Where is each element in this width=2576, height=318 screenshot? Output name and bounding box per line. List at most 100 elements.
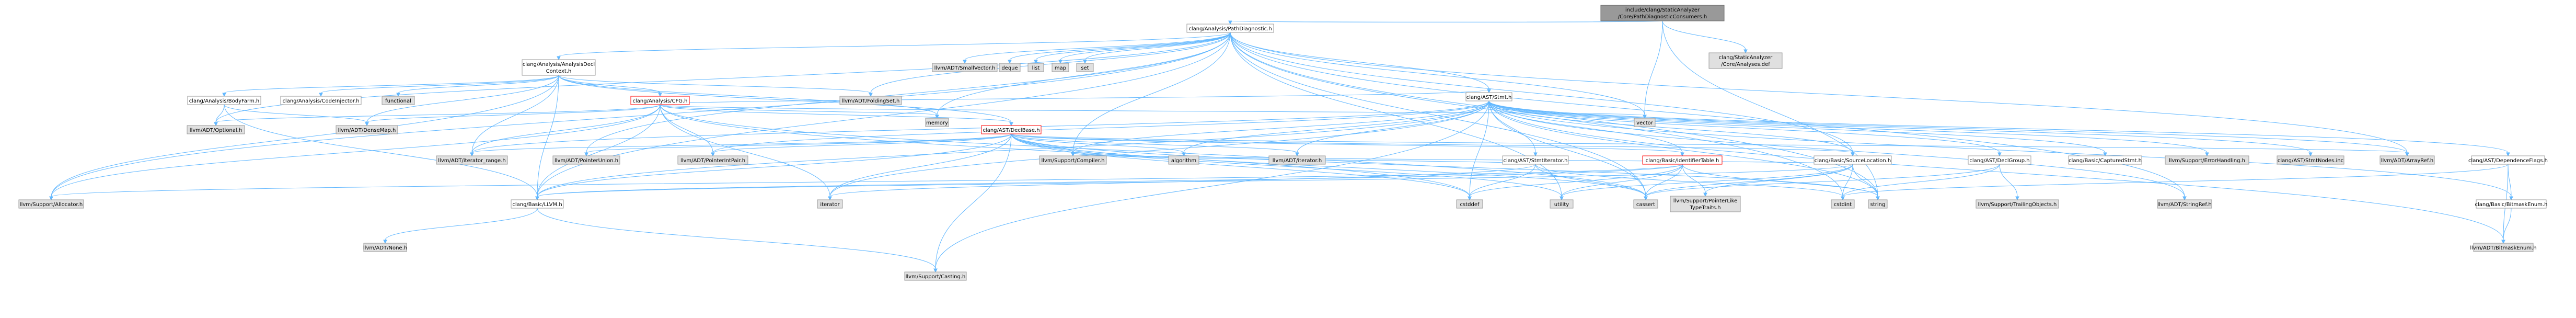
node-label: utility: [1554, 202, 1569, 208]
edge-stmt-to-ptrintpair: [711, 100, 1489, 157]
edge-bodyfarm-to-densemap: [224, 104, 369, 127]
node-label: map: [1055, 65, 1066, 71]
edge-pathdiag-to-stmt: [1230, 32, 1491, 94]
edge-stmt-to-srcloc: [1488, 100, 1855, 157]
node-cstddef: cstddef: [1456, 199, 1483, 209]
node-adtiterator: llvm/ADT/iterator.h: [1268, 155, 1326, 165]
edge-cfg-to-memory: [660, 104, 939, 119]
edge-pathdiag-to-vector: [1230, 32, 1647, 119]
node-label: llvm/Support/Compiler.h: [1041, 158, 1104, 164]
node-root: include/clang/StaticAnalyzer/Core/PathDi…: [1600, 5, 1725, 21]
node-box: [511, 199, 564, 209]
edge-cfg-to-cassert: [660, 104, 1648, 201]
edge-pathdiag-to-arrayref: [1230, 32, 2409, 157]
node-label: clang/Basic/IdentifierTable.h: [1646, 158, 1719, 164]
node-bodyfarm[interactable]: clang/Analysis/BodyFarm.h: [187, 96, 261, 105]
node-box: [1968, 155, 2031, 165]
node-memory: memory: [925, 118, 949, 127]
edge-cfg-to-iterator: [660, 104, 832, 201]
edge-pathdiag-to-deque: [1008, 32, 1231, 64]
node-casting: llvm/Support/Casting.h: [904, 271, 967, 281]
node-capturedstmt[interactable]: clang/Basic/CapturedStmt.h: [2068, 155, 2142, 165]
edge-pathdiag-to-memory: [935, 32, 1231, 119]
edge-declbase-to-iterrange: [470, 133, 1012, 157]
node-declgroup[interactable]: clang/AST/DeclGroup.h: [1968, 155, 2031, 165]
node-stmtiterator[interactable]: clang/AST/StmtIterator.h: [1502, 155, 1569, 165]
node-errorhandling: llvm/Support/ErrorHandling.h: [2165, 155, 2249, 165]
node-label: cassert: [1636, 202, 1655, 208]
node-trailingobjects: llvm/Support/TrailingObjects.h: [1976, 199, 2059, 209]
dependency-edges: [49, 20, 2513, 273]
node-vector: vector: [1634, 118, 1656, 127]
edge-stmt-to-iterrange: [470, 100, 1489, 157]
node-box: [382, 96, 415, 105]
edge-srcloc-to-string: [1852, 164, 1880, 201]
node-pathdiag[interactable]: clang/Analysis/PathDiagnostic.h: [1186, 24, 1274, 33]
node-box: [1268, 155, 1326, 165]
node-srcloc[interactable]: clang/Basic/SourceLocation.h: [1813, 155, 1892, 165]
node-label: llvm/ADT/StringRef.h: [2157, 202, 2211, 208]
node-cstdint: cstdint: [1831, 199, 1855, 209]
node-box: [1027, 63, 1044, 72]
node-box: [981, 125, 1042, 134]
edge-cfg-to-iterrange: [470, 104, 661, 157]
node-label: clang/AST/DeclGroup.h: [1969, 158, 2029, 164]
node-box: [1039, 155, 1107, 165]
node-box: [1186, 24, 1274, 33]
edge-adc-to-foldingset: [558, 75, 873, 97]
node-codeinjector[interactable]: clang/Analysis/CodeInjector.h: [280, 96, 362, 105]
node-box: [2068, 155, 2142, 165]
edge-stmt-to-adtiterator: [1295, 100, 1489, 157]
node-label: llvm/ADT/ArrayRef.h: [2381, 158, 2434, 164]
node-box: [2165, 155, 2249, 165]
node-llvmh[interactable]: clang/Basic/LLVM.h: [511, 199, 564, 209]
node-box: [18, 199, 84, 209]
node-none: llvm/ADT/None.h: [363, 243, 407, 252]
node-box: [187, 96, 261, 105]
edge-pathdiag-to-optional: [214, 32, 1231, 127]
node-box: [2157, 199, 2212, 209]
node-declbase[interactable]: clang/AST/DeclBase.h: [981, 125, 1042, 134]
node-label: set: [1081, 65, 1089, 71]
node-label: deque: [1001, 65, 1018, 71]
node-identtable[interactable]: clang/Basic/IdentifierTable.h: [1642, 155, 1723, 165]
edge-root-to-string: [1662, 20, 1880, 201]
edge-depflags-to-cstdint: [1841, 164, 2509, 201]
edge-srcloc-to-compiler: [1071, 152, 1853, 165]
node-analyses: clang/StaticAnalyzer/Core/Analyses.def: [1708, 52, 1783, 69]
node-smallvector: llvm/ADT/SmallVector.h: [932, 63, 998, 72]
node-label: list: [1032, 65, 1040, 71]
node-label: llvm/Support/Casting.h: [906, 274, 966, 280]
edge-adc-to-llvmh: [535, 75, 559, 201]
edge-root-to-analyses: [1662, 20, 1748, 54]
edge-root-to-vector: [1643, 20, 1663, 119]
node-adtbitmask: llvm/ADT/BitmaskEnum.h: [2470, 243, 2537, 252]
edge-pathdiag-to-srcloc: [1230, 32, 1855, 157]
node-label: llvm/ADT/iterator_range.h: [438, 158, 505, 164]
node-bitmaskenum[interactable]: clang/Basic/BitmaskEnum.h: [2475, 199, 2548, 209]
edge-adc-to-functional: [396, 75, 559, 97]
node-cfg[interactable]: clang/Analysis/CFG.h: [630, 96, 690, 105]
node-utility: utility: [1550, 199, 1574, 209]
node-box: [552, 155, 620, 165]
node-stmt[interactable]: clang/AST/Stmt.h: [1465, 92, 1512, 101]
edge-stmt-to-stmtnodes: [1488, 100, 2313, 157]
node-box: [2379, 155, 2435, 165]
node-box: [1813, 155, 1892, 165]
edge-stmt-to-capturedstmt: [1488, 100, 2107, 157]
edge-cfg-to-declbase: [660, 104, 1013, 127]
edge-stmt-to-arrayref: [1488, 100, 2409, 157]
edge-srcloc-to-llvmh: [535, 164, 1853, 201]
edge-llvmh-to-casting: [537, 208, 938, 273]
node-depflags[interactable]: clang/AST/DependenceFlags.h: [2468, 155, 2548, 165]
node-label: clang/Basic/SourceLocation.h: [1815, 158, 1891, 164]
edge-stmt-to-depflags: [1488, 100, 2510, 157]
node-label: string: [1870, 202, 1886, 208]
node-densemap: llvm/ADT/DenseMap.h: [336, 125, 398, 134]
node-box: [677, 155, 748, 165]
node-box: [1708, 52, 1783, 69]
node-box: [817, 199, 843, 209]
node-label: llvm/Support/PointerLike: [1673, 198, 1738, 204]
node-stringref: llvm/ADT/StringRef.h: [2157, 199, 2212, 209]
